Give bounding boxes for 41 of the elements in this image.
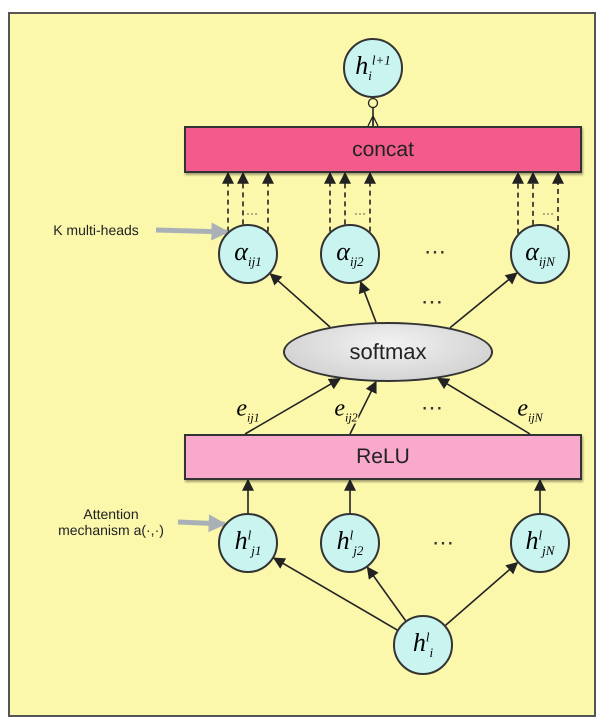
arrow xyxy=(270,273,331,328)
dashed-arrow xyxy=(339,172,351,224)
annotation-text: K multi-heads xyxy=(53,222,139,238)
arrow xyxy=(366,566,406,622)
arrow xyxy=(349,380,377,434)
dashed-arrow xyxy=(222,172,234,232)
arrow xyxy=(450,272,518,328)
arrow xyxy=(242,478,254,513)
math-symbol: α$_{ijN}$ xyxy=(525,237,555,271)
crows-foot-connector xyxy=(367,98,379,127)
ellipsis-mark: … xyxy=(542,204,554,218)
layer-box xyxy=(184,434,582,480)
arrow xyxy=(436,378,530,435)
arrow xyxy=(178,514,227,532)
math-symbol: α$_{ij2}$ xyxy=(336,237,364,271)
layer-box xyxy=(184,126,582,173)
dashed-arrow xyxy=(527,172,539,225)
ellipsis-mark: ⋯ xyxy=(421,289,443,315)
annotation-text: Attention mechanism a(·,·) xyxy=(57,506,165,538)
layer-label: concat xyxy=(352,138,414,162)
dashed-arrow xyxy=(552,172,564,230)
dashed-arrow xyxy=(512,172,524,234)
arrow xyxy=(344,478,356,513)
ellipsis-mark: ⋯ xyxy=(421,395,443,421)
dashed-arrow xyxy=(364,172,376,232)
arrow xyxy=(534,478,546,513)
dashed-arrow xyxy=(324,172,336,232)
layer-label: ReLU xyxy=(356,445,410,469)
math-symbol: α$_{ij1}$ xyxy=(234,237,262,271)
arrow xyxy=(272,557,398,631)
arrow xyxy=(244,378,342,435)
ellipsis-mark: ⋯ xyxy=(424,239,446,265)
layer-label: softmax xyxy=(349,339,427,365)
ellipsis-mark: ⋯ xyxy=(432,530,454,556)
arrow xyxy=(445,562,518,626)
dashed-arrow xyxy=(262,172,274,232)
arrow xyxy=(156,222,230,241)
arrow xyxy=(358,280,377,322)
ellipsis-mark: … xyxy=(246,204,258,218)
dashed-arrow xyxy=(237,172,249,224)
ellipsis-mark: … xyxy=(354,204,366,218)
